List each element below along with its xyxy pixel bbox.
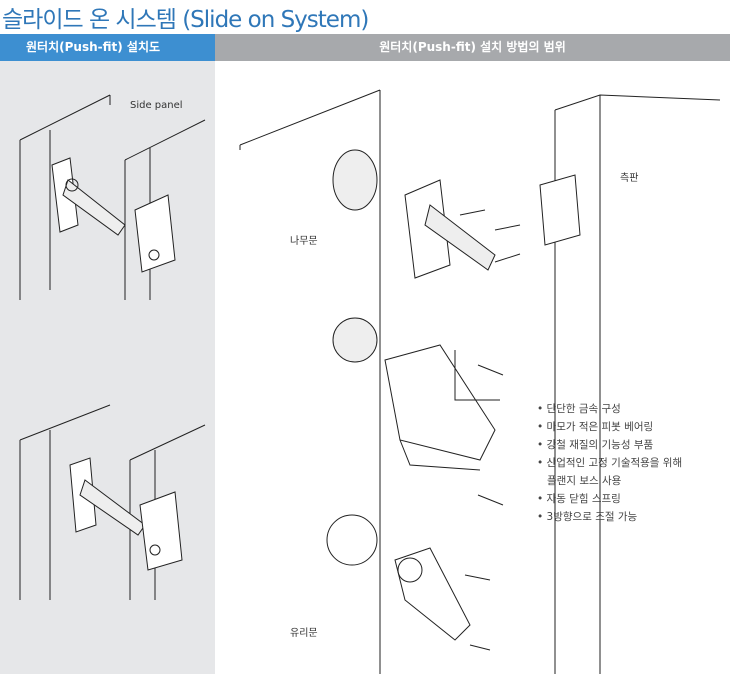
- feature-item: 마모가 적은 피봇 베어링: [537, 418, 682, 436]
- header-install-diagram: 원터치(Push-fit) 설치도: [0, 34, 215, 61]
- header-install-range: 원터치(Push-fit) 설치 방법의 범위: [215, 34, 730, 61]
- label-glass-door: 유리문: [290, 628, 318, 639]
- feature-item: 단단한 금속 구성: [537, 400, 682, 418]
- label-side-panel: Side panel: [130, 100, 183, 111]
- feature-item: 강철 재질의 기능성 부품: [537, 436, 682, 454]
- feature-item: 3방향으로 조절 가능: [537, 508, 682, 526]
- label-side-board: 측판: [620, 173, 639, 184]
- left-panel: [0, 61, 215, 674]
- hinge-diagram-wood-door: [239, 89, 721, 674]
- label-wood-door: 나무문: [290, 236, 318, 247]
- hinge-diagram-top: [19, 94, 206, 300]
- hinge-diagram-bottom: [19, 404, 206, 600]
- feature-list: 단단한 금속 구성 마모가 적은 피봇 베어링 강철 재질의 기능성 부품 산업…: [537, 400, 683, 526]
- page-title: 슬라이드 온 시스템 (Slide on System): [2, 7, 369, 33]
- feature-item: 자동 닫힘 스프링: [537, 490, 682, 508]
